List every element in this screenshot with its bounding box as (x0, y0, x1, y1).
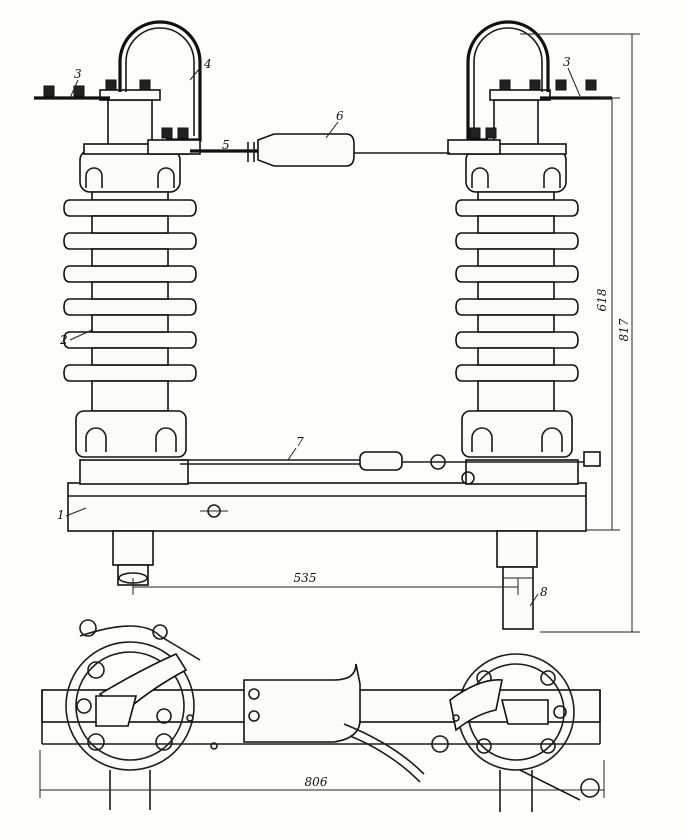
callout-6: 6 (336, 109, 344, 123)
right-shaft (496, 530, 538, 630)
operating-rod (180, 451, 601, 485)
plan-left-head (65, 619, 201, 810)
dimension-806-line: 806 (39, 750, 605, 798)
left-insulator (63, 149, 197, 458)
callout-3-left: 3 (74, 67, 82, 81)
base-frame (67, 459, 587, 532)
callouts: 1 2 3 3 4 5 6 7 8 (57, 55, 581, 607)
dimension-618: 618 (595, 288, 609, 311)
callout-2: 2 (59, 333, 68, 347)
contact-assembly (190, 133, 450, 167)
left-shaft (112, 530, 154, 586)
vertical-dimensions: 618 817 (520, 33, 640, 633)
callout-8: 8 (540, 585, 548, 599)
callout-4: 4 (203, 57, 212, 71)
plan-right-head (449, 653, 600, 812)
plan-view: 806 (39, 619, 605, 812)
plan-contact-linkage (186, 663, 460, 783)
dimension-817: 817 (617, 318, 631, 341)
dimension-535: 535 (294, 571, 317, 585)
right-terminal-head (447, 20, 612, 155)
callout-1: 1 (57, 508, 65, 522)
dimension-535-line: 535 (132, 571, 519, 595)
callout-5: 5 (222, 138, 230, 152)
callout-7: 7 (296, 435, 304, 449)
dimension-806: 806 (305, 775, 328, 789)
right-insulator (455, 149, 579, 458)
left-terminal-head (34, 20, 202, 155)
side-elevation: 1 2 3 3 4 5 6 7 8 618 817 (34, 20, 640, 633)
callout-3-right: 3 (563, 55, 571, 69)
